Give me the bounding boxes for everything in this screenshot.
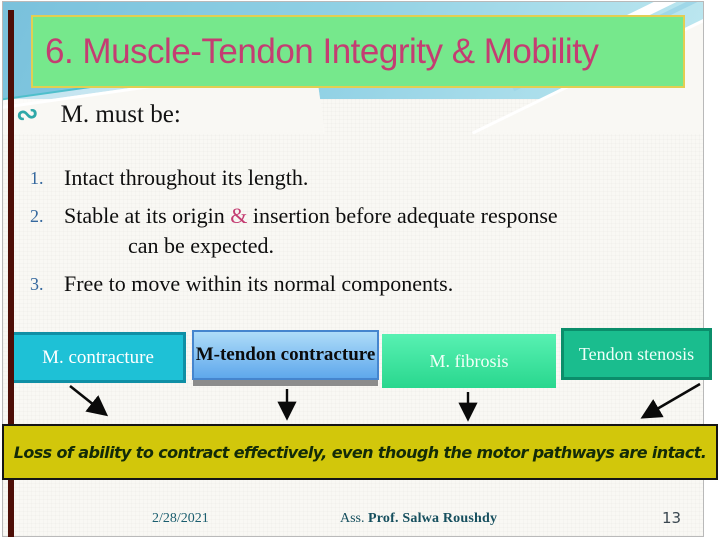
box-tendon-stenosis: Tendon stenosis bbox=[561, 328, 712, 380]
numbered-list: 1. Intact throughout its length. 2. Stab… bbox=[30, 163, 690, 307]
item2-ampersand: & bbox=[230, 203, 248, 228]
item2-line2: can be expected. bbox=[128, 233, 274, 258]
box-label: Tendon stenosis bbox=[578, 343, 695, 364]
ornament-bullet-icon: ∾ bbox=[13, 97, 41, 132]
credit-prefix: Ass. bbox=[340, 511, 369, 526]
page-number: 13 bbox=[662, 509, 682, 527]
box-m-fibrosis: M. fibrosis bbox=[382, 334, 556, 388]
list-item-3: 3. Free to move within its normal compon… bbox=[30, 269, 690, 299]
slide-title: 6. Muscle-Tendon Integrity & Mobility bbox=[45, 31, 599, 71]
footer-credit: Ass. Prof. Salwa Roushdy bbox=[340, 511, 497, 527]
item2-after-amp: insertion before adequate response bbox=[247, 203, 558, 228]
arrow-diagonal-4 bbox=[640, 382, 701, 419]
list-item-text: Stable at its origin & insertion before … bbox=[64, 201, 558, 261]
banner-text: Loss of ability to contract effectively,… bbox=[13, 442, 707, 462]
conclusion-banner: Loss of ability to contract effectively,… bbox=[2, 424, 718, 480]
left-edge-bar bbox=[8, 10, 14, 537]
credit-name: Prof. Salwa Roushdy bbox=[368, 511, 498, 526]
arrow-diagonal-1 bbox=[69, 384, 109, 417]
list-number: 1. bbox=[30, 168, 44, 188]
box-m-tendon-contracture: M-tendon contracture bbox=[192, 330, 379, 380]
list-item-text: Free to move within its normal component… bbox=[64, 271, 454, 296]
list-number: 2. bbox=[30, 206, 44, 226]
list-item-text: Intact throughout its length. bbox=[64, 165, 309, 190]
box-label: M. fibrosis bbox=[429, 350, 509, 371]
list-number: 3. bbox=[30, 274, 44, 294]
intro-text: M. must be: bbox=[60, 101, 181, 128]
footer-date: 2/28/2021 bbox=[152, 511, 209, 526]
arrow-group bbox=[0, 380, 720, 425]
box-m-contracture: M. contracture bbox=[10, 332, 186, 383]
box-label: M-tendon contracture bbox=[195, 344, 376, 365]
box-label: M. contracture bbox=[42, 346, 154, 368]
list-item-2: 2. Stable at its origin & insertion befo… bbox=[30, 201, 690, 261]
intro-line: ∾ M. must be: bbox=[13, 97, 181, 132]
list-item-1: 1. Intact throughout its length. bbox=[30, 163, 690, 193]
item2-before-amp: Stable at its origin bbox=[64, 203, 231, 228]
title-box: 6. Muscle-Tendon Integrity & Mobility bbox=[31, 15, 685, 88]
